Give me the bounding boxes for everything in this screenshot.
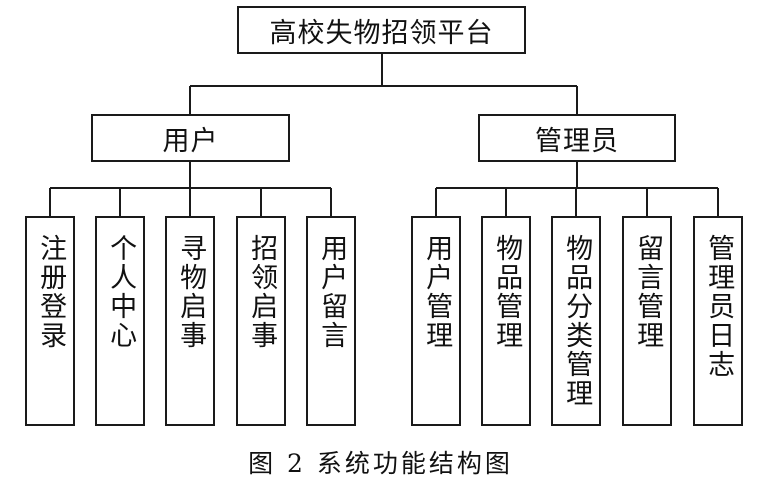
leaf-label: 用户留言 — [316, 234, 348, 350]
leaf-item-management: 物品管理 — [481, 216, 531, 426]
leaf-user-message: 用户留言 — [306, 216, 356, 426]
admin-node: 管理员 — [478, 114, 676, 162]
leaf-user-management: 用户管理 — [411, 216, 461, 426]
user-label: 用户 — [162, 125, 219, 157]
leaf-message-management: 留言管理 — [622, 216, 672, 426]
leaf-category-management: 物品分类管理 — [551, 216, 601, 426]
root-node: 高校失物招领平台 — [237, 6, 526, 54]
figure-caption: 图 2 系统功能结构图 — [248, 449, 513, 478]
leaf-label: 用户管理 — [421, 234, 453, 350]
leaf-personal-center: 个人中心 — [95, 216, 145, 426]
leaf-lost-notice: 寻物启事 — [165, 216, 215, 426]
leaf-label: 个人中心 — [105, 234, 137, 350]
leaf-label: 管理员日志 — [703, 234, 735, 379]
leaf-label: 招领启事 — [246, 234, 278, 350]
admin-label: 管理员 — [535, 125, 619, 157]
leaf-label: 注册登录 — [35, 234, 67, 350]
leaf-admin-log: 管理员日志 — [693, 216, 743, 426]
leaf-found-notice: 招领启事 — [236, 216, 286, 426]
root-label: 高校失物招领平台 — [269, 17, 494, 49]
leaf-label: 寻物启事 — [175, 234, 207, 350]
leaf-label: 物品分类管理 — [561, 234, 593, 408]
user-node: 用户 — [91, 114, 290, 162]
leaf-register-login: 注册登录 — [25, 216, 75, 426]
leaf-label: 物品管理 — [491, 234, 523, 350]
leaf-label: 留言管理 — [632, 234, 664, 350]
